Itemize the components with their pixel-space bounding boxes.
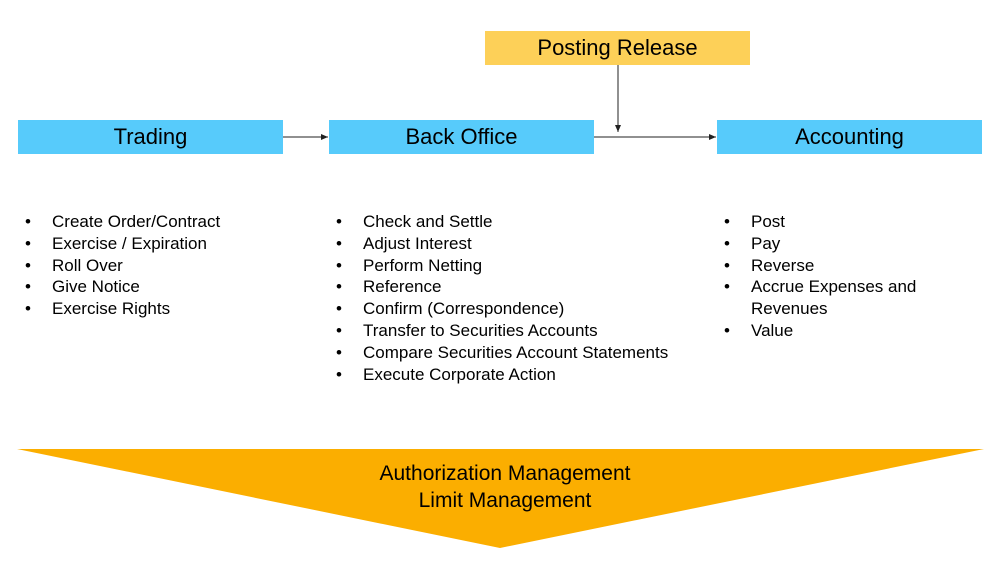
banner-shape [17,449,984,548]
list-item-text: Accrue Expenses and Revenues [751,277,917,319]
bullet-icon: • [724,277,730,297]
list-item: • Confirm (Correspondence) [336,298,716,320]
list-item-text: Confirm (Correspondence) [363,299,565,319]
list-item-text: Exercise Rights [52,299,171,319]
list-item: • Accrue Expenses and Revenues [724,276,954,320]
list-item: • Pay [724,233,954,255]
bullet-icon: • [336,255,342,275]
list-item: • Roll Over [25,255,325,277]
bullet-icon: • [336,212,342,231]
list-item-text: Reverse [751,255,815,275]
bullet-icon: • [724,255,730,275]
banner-authorization-management: Authorization Management [379,462,631,485]
list-item: • Exercise / Expiration [25,233,325,255]
trading-activities-list: • Create Order/Contract • Exercise / Expira… [25,211,325,320]
list-item-text: Value [751,320,794,340]
list-item-text: Create Order/Contract [52,212,221,231]
list-item-text: Give Notice [52,277,140,297]
list-item-text: Adjust Interest [363,233,472,253]
list-item: • Execute Corporate Action [336,364,716,386]
list-item-text: Transfer to Securities Accounts [363,320,598,340]
list-item-text: Post [751,212,786,231]
bullet-icon: • [724,212,730,231]
bullet-icon: • [336,299,342,319]
posting-release-box: Posting Release [485,31,750,65]
bullet-icon: • [724,320,730,340]
back-office-activities-list: • Check and Settle • Adjust Interest • Perfor… [336,211,716,385]
bullet-icon: • [25,212,31,231]
list-item-text: Perform Netting [363,255,483,275]
list-item: • Reference [336,276,716,298]
bullet-icon: • [25,233,31,253]
list-item: • Give Notice [25,276,325,298]
list-item-text: Exercise / Expiration [52,233,207,253]
list-item: • Create Order/Contract [25,211,325,233]
bullet-icon: • [336,342,342,362]
list-item: • Compare Securities Account Statements [336,342,716,364]
list-item: • Reverse [724,255,954,277]
bullet-icon: • [724,233,730,253]
list-item: • Exercise Rights [25,298,325,320]
bullet-icon: • [336,364,342,384]
bullet-icon: • [25,255,31,275]
bullet-icon: • [25,299,31,319]
trading-box: Trading [18,120,283,154]
list-item: • Check and Settle [336,211,716,233]
list-item: • Post [724,211,954,233]
list-item: • Perform Netting [336,255,716,277]
accounting-activities-list: • Post • Pay • Reverse • Accrue Expenses and Re… [724,211,954,342]
bullet-icon: • [336,277,342,297]
list-item: • Adjust Interest [336,233,716,255]
list-item-text: Execute Corporate Action [363,364,556,384]
list-item-text: Compare Securities Account Statements [363,342,669,362]
list-item-text: Check and Settle [363,212,493,231]
list-item-text: Roll Over [52,255,123,275]
bullet-icon: • [336,233,342,253]
accounting-box: Accounting [717,120,982,154]
list-item-text: Pay [751,233,781,253]
list-item: • Transfer to Securities Accounts [336,320,716,342]
list-item-text: Reference [363,277,442,297]
banner-limit-management: Limit Management [418,489,592,512]
bullet-icon: • [336,320,342,340]
bullet-icon: • [25,277,31,297]
list-item: • Value [724,320,954,342]
back-office-box: Back Office [329,120,594,154]
